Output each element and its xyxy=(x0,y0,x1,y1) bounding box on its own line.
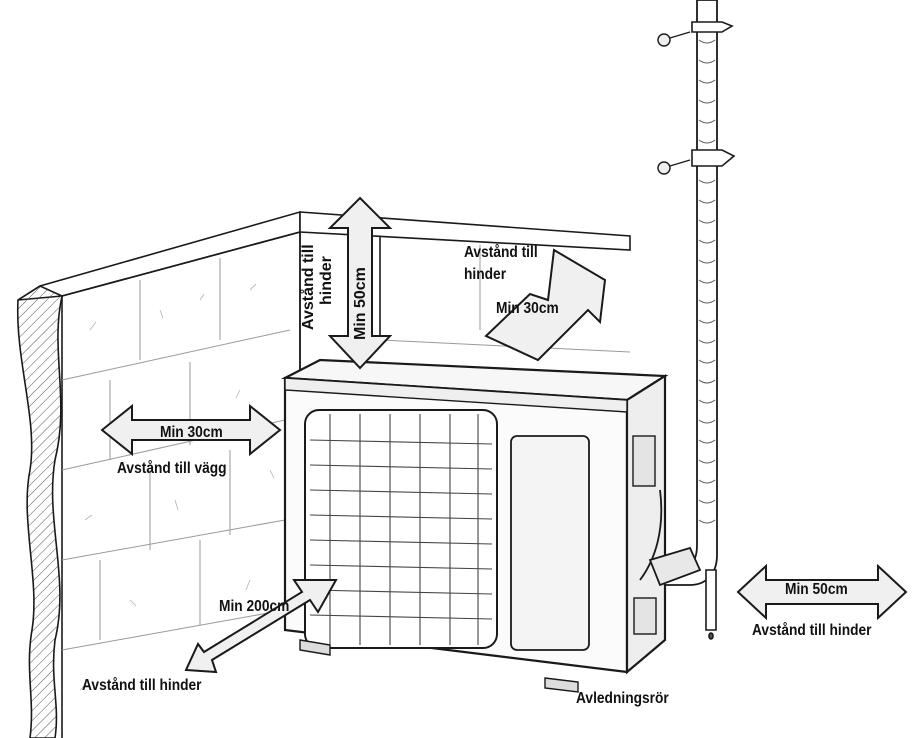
front-clearance-arrow xyxy=(184,579,338,674)
back-wall-lines xyxy=(379,245,631,353)
top-clearance-desc-line2: hinder xyxy=(318,256,335,305)
drain-pipe-label: Avledningsrör xyxy=(576,690,669,707)
rear-clearance-value: Min 30cm xyxy=(496,300,559,317)
pipe-wrap xyxy=(698,39,716,524)
right-clearance-value: Min 50cm xyxy=(785,581,848,598)
front-clearance-value: Min 200cm xyxy=(219,598,290,615)
left-clearance-desc: Avstånd till vägg xyxy=(117,460,227,477)
drain-pipe xyxy=(705,569,717,640)
left-clearance-arrow xyxy=(100,403,282,457)
rear-clearance-arrow xyxy=(484,248,607,362)
rear-clearance-desc-line1: Avstånd till xyxy=(464,244,538,261)
wall-bricks xyxy=(61,258,291,651)
top-clearance-desc-line1: Avstånd till xyxy=(300,244,317,330)
pipe-clamp xyxy=(691,21,736,167)
rear-clearance-desc-line2: hinder xyxy=(464,266,507,283)
left-clearance-value: Min 30cm xyxy=(160,424,223,441)
outdoor-unit xyxy=(280,358,669,693)
screw-icon xyxy=(657,31,691,175)
front-clearance-desc: Avstånd till hinder xyxy=(82,677,202,694)
top-clearance-arrow xyxy=(327,196,393,370)
right-clearance-arrow xyxy=(736,563,908,621)
pipe-bundle xyxy=(639,0,718,587)
top-clearance-value: Min 50cm xyxy=(352,267,369,340)
right-clearance-desc: Avstånd till hinder xyxy=(752,622,872,639)
